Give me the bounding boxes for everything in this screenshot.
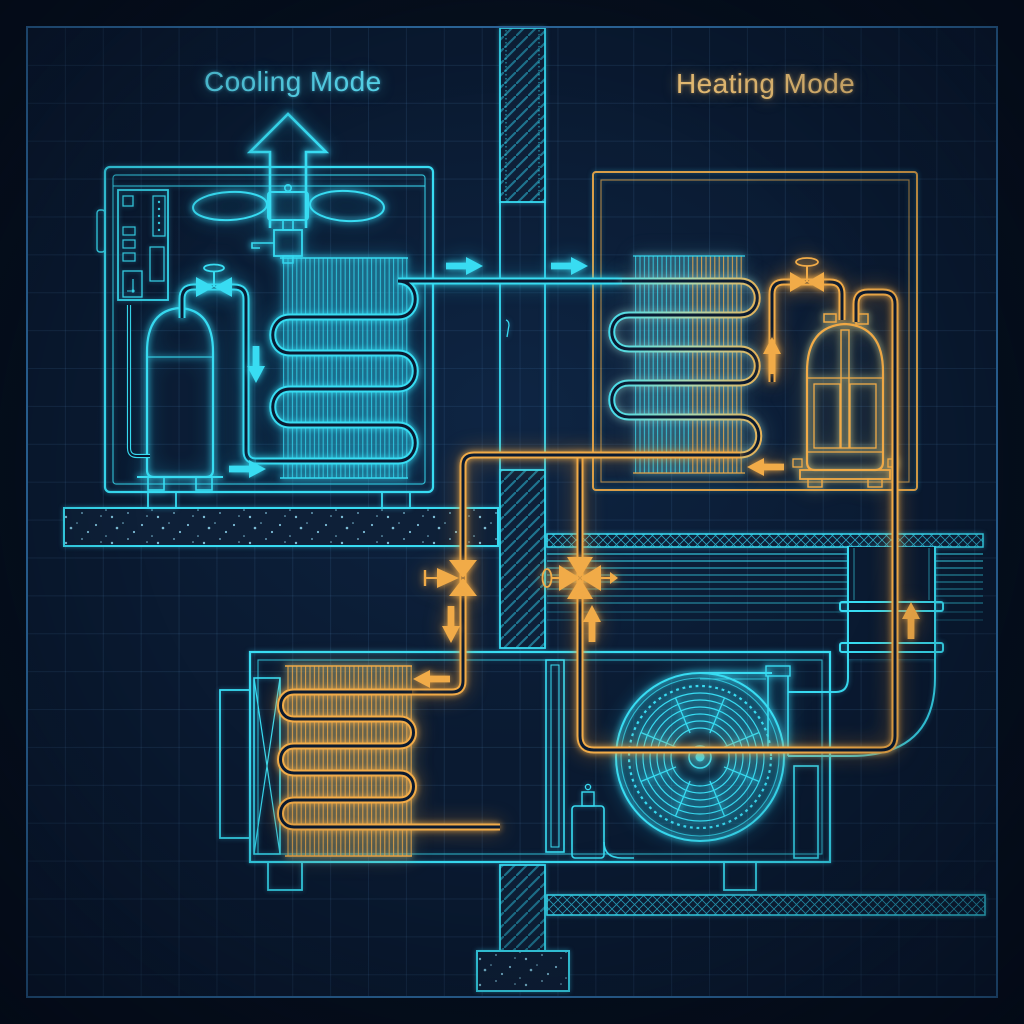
reversing-valve xyxy=(541,557,618,599)
control-panel xyxy=(117,189,169,301)
fan-hub xyxy=(267,191,309,221)
access-panel xyxy=(793,765,819,859)
motor-bracket xyxy=(251,242,274,249)
condenser-coil xyxy=(280,257,408,479)
fan-blade xyxy=(192,190,268,222)
unit-foot xyxy=(147,491,177,509)
flow-arrow-up xyxy=(583,605,601,642)
wall-lower-section xyxy=(499,469,546,649)
blower-wheel xyxy=(627,684,773,830)
motor-winding xyxy=(849,383,877,449)
unit-foot xyxy=(381,491,411,509)
heating-mode-title: Heating Mode xyxy=(676,68,856,99)
duct-elbow-outer xyxy=(788,660,936,757)
door-handle xyxy=(505,319,510,338)
unit-foot xyxy=(267,861,303,891)
wall-upper-section xyxy=(499,27,546,203)
compressor-base xyxy=(799,469,891,480)
flow-arrow-right xyxy=(551,257,588,275)
unit-foot xyxy=(723,861,757,891)
return-plenum xyxy=(219,689,251,839)
ceiling-slab xyxy=(546,533,984,548)
shutoff-valve xyxy=(790,257,824,292)
compressor-shaft xyxy=(840,329,850,449)
wall-footing xyxy=(476,950,570,992)
compressor xyxy=(137,306,223,491)
terminal-block xyxy=(149,246,165,282)
flow-arrow-up xyxy=(763,337,781,374)
concrete-pad xyxy=(63,507,499,547)
flow-arrow-left xyxy=(413,670,450,688)
flow-arrow-left xyxy=(747,458,784,476)
duct-elbow-inner xyxy=(788,660,849,693)
compressor-cutaway xyxy=(792,313,898,488)
divider-duct xyxy=(545,659,565,853)
motor-winding xyxy=(813,383,841,449)
cooling-mode-title: Cooling Mode xyxy=(204,66,382,97)
service-valve xyxy=(196,263,232,297)
condenser-fan xyxy=(192,184,385,264)
flow-arrow-down xyxy=(247,346,265,383)
floor-slab xyxy=(546,894,986,916)
indoor-coil xyxy=(633,255,745,474)
outdoor-unit xyxy=(96,112,435,509)
flow-arrow-down xyxy=(442,606,460,643)
wall-middle-section xyxy=(499,202,546,470)
flow-arrow-right xyxy=(446,257,483,275)
compressor-discharge-line xyxy=(182,287,256,461)
fan-motor xyxy=(273,229,303,257)
cabinet-handle xyxy=(96,209,106,253)
fan-blade xyxy=(309,189,385,223)
expansion-valve xyxy=(423,560,477,596)
wall-basement-section xyxy=(499,864,546,952)
